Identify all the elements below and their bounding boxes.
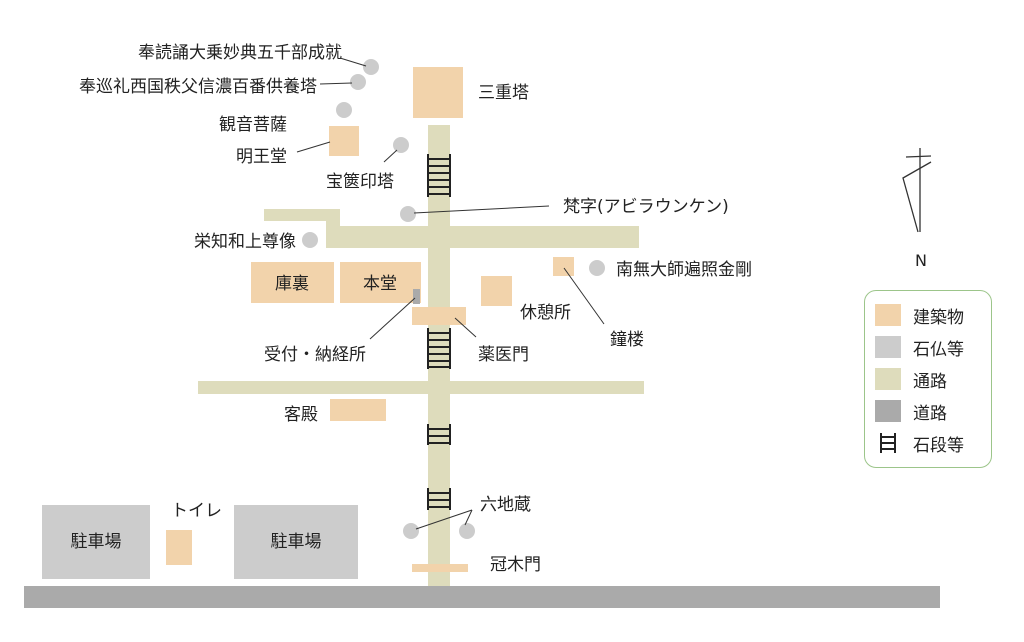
upper-path-left-spur [264, 209, 340, 221]
stairs-lower-2 [427, 488, 451, 510]
kuri-building [251, 262, 334, 303]
label-bonji: 梵字(アビラウンケン) [563, 197, 729, 217]
label-yakuimon: 薬医門 [478, 345, 529, 365]
north-arrow-icon [902, 148, 932, 233]
label-eichi-statue: 栄知和上尊像 [194, 232, 296, 252]
stairs-upper [427, 154, 451, 197]
label-kabukimon: 冠木門 [490, 555, 541, 575]
myoo-do-building [329, 126, 359, 156]
label-bell-tower: 鐘楼 [610, 330, 644, 350]
label-kyakuden: 客殿 [284, 405, 318, 425]
label-hokyoin: 宝篋印塔 [326, 172, 394, 192]
legend-label: 建築物 [913, 307, 964, 328]
three-story-pagoda [413, 67, 463, 118]
stairs-middle [427, 328, 451, 369]
label-sutra-monument: 奉読誦大乗妙典五千部成就 [138, 43, 342, 63]
hondo-building [340, 262, 421, 303]
legend-item-stone: 石仏等 [875, 333, 964, 361]
label-toilet: トイレ [171, 501, 222, 521]
parking-right [234, 505, 358, 579]
leader-lines [296, 57, 605, 530]
yakuimon-gate [412, 307, 466, 325]
label-parking-right: 駐車場 [271, 532, 322, 552]
stone-pilgrimage-monument [350, 74, 366, 90]
legend-label: 石段等 [913, 435, 964, 456]
stone-sutra-monument [363, 59, 379, 75]
label-namu-daishi: 南無大師遍照金剛 [616, 260, 752, 280]
label-uketsuke: 受付・納経所 [264, 345, 366, 365]
legend-label: 道路 [913, 403, 947, 424]
uketsuke-office [413, 289, 420, 304]
label-myoo-do: 明王堂 [236, 147, 287, 167]
legend-label: 通路 [913, 371, 947, 392]
stone-bonji [400, 206, 416, 222]
upper-path-horizontal [326, 226, 639, 248]
stone-eichi-statue [302, 232, 318, 248]
kyakuden-building [330, 399, 386, 421]
label-rokujizo: 六地蔵 [480, 495, 531, 515]
stairs-icon [875, 432, 901, 454]
north-label: N [915, 251, 927, 270]
stone-jizo-left [403, 523, 419, 539]
bell-tower-building [553, 257, 574, 276]
stone-hokyoin [393, 137, 409, 153]
parking-left [42, 505, 150, 579]
label-kuri: 庫裏 [275, 273, 309, 294]
legend-item-path: 通路 [875, 365, 947, 393]
legend-item-road: 道路 [875, 397, 947, 425]
path-swatch [875, 368, 901, 390]
legend-item-building: 建築物 [875, 301, 964, 329]
legend-label: 石仏等 [913, 339, 964, 360]
label-hondo: 本堂 [363, 274, 397, 294]
road [24, 586, 940, 608]
building-swatch [875, 304, 901, 326]
stone-kannon [336, 102, 352, 118]
label-pilgrimage-monument: 奉巡礼西国秩父信濃百番供養塔 [79, 77, 317, 97]
stairs-lower-1 [427, 424, 451, 445]
label-rest-house: 休憩所 [520, 303, 571, 323]
stone-swatch [875, 336, 901, 358]
stone-jizo-right [459, 523, 475, 539]
lower-path-horizontal [198, 381, 644, 394]
stone-namu-daishi [589, 260, 605, 276]
legend-item-stairs: 石段等 [875, 429, 964, 457]
legend: 建築物 石仏等 通路 道路 石段等 [864, 290, 992, 468]
road-swatch [875, 400, 901, 422]
label-parking-left: 駐車場 [71, 532, 122, 552]
kabukimon-gate [412, 564, 468, 572]
label-kannon: 観音菩薩 [219, 115, 287, 135]
toilet-building [166, 530, 192, 565]
upper-path-left-connector [326, 209, 340, 248]
label-three-story-pagoda: 三重塔 [478, 83, 529, 103]
rest-house-building [481, 276, 512, 306]
